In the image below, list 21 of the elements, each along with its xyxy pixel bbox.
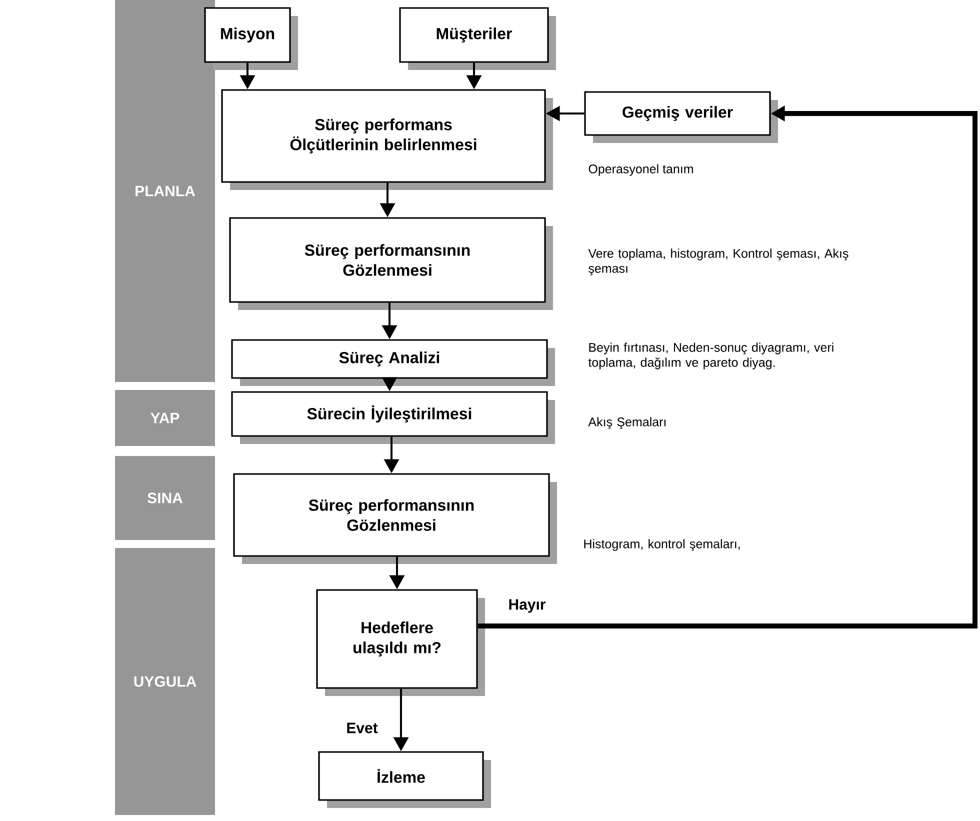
process-box: İzleme xyxy=(318,751,491,808)
process-box: Geçmiş veriler xyxy=(584,91,778,143)
process-box: Müşteriler xyxy=(399,7,556,70)
process-box: Süreç performansının Gözlenmesi xyxy=(233,473,557,564)
stage-band: YAP xyxy=(115,390,215,446)
edge-label: Hayır xyxy=(509,599,546,613)
note-text: Beyin fırtınası, Neden-sonuç diyagramı, veri toplama, dağılım ve pareto diyag. xyxy=(588,342,834,370)
note-text: Operasyonel tanım xyxy=(588,164,693,176)
process-box: Süreç performansının Gözlenmesi xyxy=(229,217,553,310)
process-box: Hedeflere ulaşıldı mı? xyxy=(316,589,485,696)
process-box: Misyon xyxy=(204,7,298,70)
edge-label: Evet xyxy=(347,722,378,734)
note-text: Histogram, kontrol şemaları, xyxy=(584,539,740,551)
stage-band: UYGULA xyxy=(115,548,215,815)
process-box: Sürecin İyileştirilmesi xyxy=(231,391,555,444)
stage-band: PLANLA xyxy=(115,0,215,382)
stage-band: SINA xyxy=(115,456,215,540)
note-text: Akış Şemaları xyxy=(588,417,666,429)
note-text: Vere toplama, histogram, Kontrol şeması, Akış şeması xyxy=(588,248,848,276)
process-box: Süreç performans Ölçütlerinin belirlenmesi xyxy=(221,89,553,190)
process-box: Süreç Analizi xyxy=(231,339,555,386)
